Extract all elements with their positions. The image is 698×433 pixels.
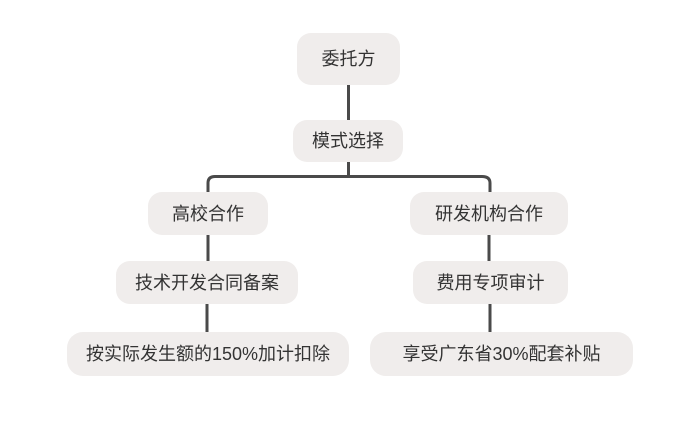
node-expense-special-audit: 费用专项审计 <box>413 261 568 304</box>
node-150-percent-deduction: 按实际发生额的150%加计扣除 <box>67 332 349 376</box>
node-rd-institution-cooperation: 研发机构合作 <box>410 192 568 235</box>
node-tech-contract-filing: 技术开发合同备案 <box>116 261 298 304</box>
node-university-cooperation: 高校合作 <box>148 192 268 235</box>
connector-branch-bar <box>206 175 492 193</box>
node-guangdong-30-percent-subsidy: 享受广东省30%配套补贴 <box>370 332 633 376</box>
node-client: 委托方 <box>297 33 400 85</box>
node-mode-selection: 模式选择 <box>293 120 403 162</box>
